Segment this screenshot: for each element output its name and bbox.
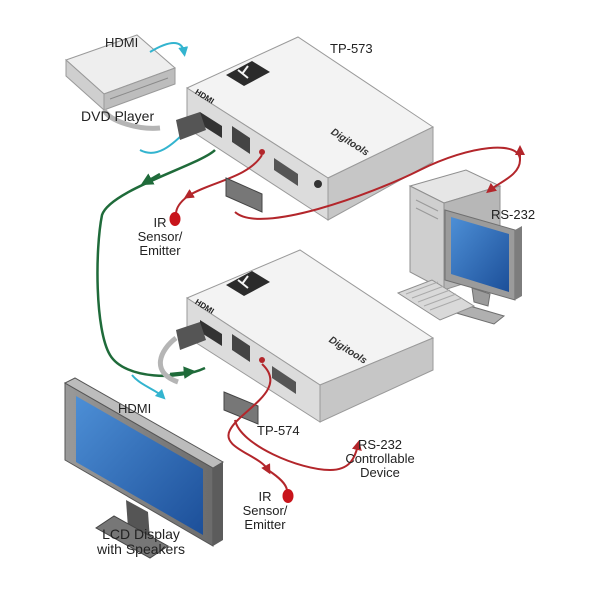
tp574-device <box>185 249 435 423</box>
kramer-logo-icon <box>226 61 270 86</box>
hdmi-port <box>200 112 222 138</box>
hdmi-label-bottom: HDMI <box>118 401 152 416</box>
lcd-label-line2: with Speakers <box>97 541 185 557</box>
status-led <box>259 357 265 363</box>
rj45-port <box>232 126 250 154</box>
hdmi-port <box>200 320 222 346</box>
db9-plug <box>223 391 259 425</box>
lcd-display-label: LCD Display with Speakers <box>86 527 196 557</box>
rs232-pc-label: RS-232 <box>491 207 536 222</box>
rs232-device-label: RS-232 Controllable Device <box>338 438 422 480</box>
rs232-cable-pc <box>234 146 522 220</box>
ir-cable-bottom <box>227 363 272 475</box>
hdmi-plug <box>176 112 206 140</box>
rs232-device-label-line1: RS-232 <box>357 437 403 452</box>
ir-emitter-bottom-icon <box>282 489 294 503</box>
db9-port <box>272 366 296 394</box>
rs232-device-label-line2: Controllable <box>345 451 415 466</box>
db9-plug <box>225 177 263 213</box>
kramer-logo-icon <box>226 271 270 296</box>
lcd-display <box>63 377 224 559</box>
dvd-player <box>65 34 176 112</box>
ir-label-bottom-line3: Emitter <box>244 517 286 532</box>
hdmi-label-top: HDMI <box>105 35 139 50</box>
ir-label-bottom-line1: IR <box>258 489 272 504</box>
tp574-label: TP-574 <box>257 423 300 438</box>
tp573-label: TP-573 <box>330 41 373 56</box>
rs232-cable-device <box>234 419 362 472</box>
dvd-player-label: DVD Player <box>81 108 155 124</box>
rs232-device-label-line3: Device <box>360 465 400 480</box>
power-jack <box>314 180 322 188</box>
hdmi-arrow-bottom <box>131 374 166 400</box>
ir-emitter-top-icon <box>169 212 181 226</box>
ir-label-bottom-line2: Sensor/ <box>242 503 288 518</box>
tp573-device <box>185 36 435 221</box>
status-led <box>259 149 265 155</box>
hdmi-plug <box>176 322 206 350</box>
ir-label-top-line2: Sensor/ <box>137 229 183 244</box>
ir-label-top: IR Sensor/ Emitter <box>130 216 190 258</box>
hdmi-arrow-top <box>149 42 189 57</box>
twisted-pair-cable <box>96 149 216 377</box>
ir-label-top-line1: IR <box>153 215 167 230</box>
rj45-port <box>232 334 250 362</box>
pc-computer <box>396 169 522 325</box>
ir-label-top-line3: Emitter <box>139 243 181 258</box>
hdmi-cable-lcd <box>157 336 179 385</box>
db9-port <box>274 158 298 186</box>
lcd-label-line1: LCD Display <box>102 526 180 542</box>
hdmi-cable-dvd <box>101 108 161 131</box>
ir-label-bottom: IR Sensor/ Emitter <box>235 490 295 532</box>
